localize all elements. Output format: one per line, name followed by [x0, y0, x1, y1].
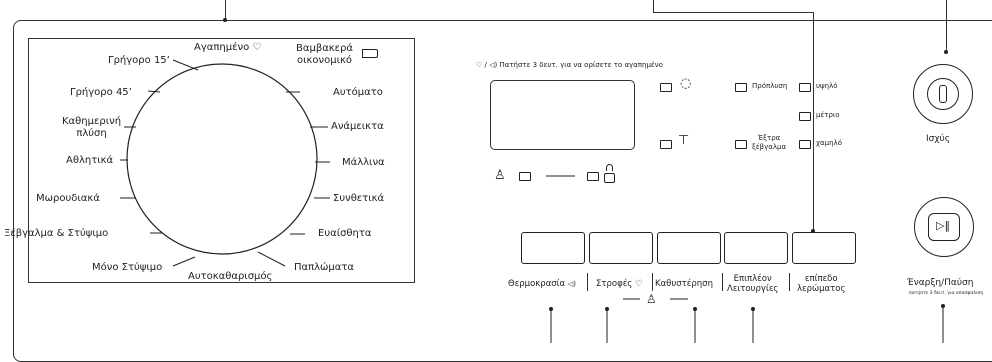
- extra-rinse-line2: ξέβγαλμα: [752, 143, 787, 151]
- callout-line-soil-h: [653, 12, 813, 13]
- program-cotton-eco-line1: Βαμβακερά: [296, 43, 354, 54]
- program-synthetics: Συνθετικά: [333, 193, 385, 204]
- program-daily: Καθημερινή πλύση: [62, 116, 121, 140]
- program-favorite-label: Αγαπημένο: [194, 42, 250, 53]
- callout-line-soil-v: [813, 12, 814, 232]
- delay-label: Καθυστέρηση: [655, 279, 713, 289]
- padlock-shackle: [606, 164, 613, 171]
- spin-button[interactable]: [589, 232, 653, 264]
- program-quick45: Γρήγορο 45’: [70, 87, 132, 98]
- door-lock-led: [587, 172, 599, 181]
- favorite-hint-icons: ♡ / ◁): [476, 61, 498, 69]
- soil-medium-label: μέτριο: [816, 111, 840, 119]
- program-rinse-spin: Ξέβγαλμα & Στύψιμο: [4, 228, 109, 239]
- child-lock-led: [519, 172, 531, 181]
- extra-functions-button[interactable]: [724, 232, 788, 264]
- program-mixed: Ανάμεικτα: [331, 121, 384, 132]
- separator: [722, 273, 723, 291]
- sound-icon: ◁): [567, 280, 576, 288]
- padlock-icon: [604, 173, 615, 183]
- temperature-label-text: Θερμοκρασία: [508, 279, 566, 289]
- program-cotton-eco: Βαμβακερά οικονομικό: [296, 43, 353, 67]
- program-auto: Αυτόματο: [333, 87, 383, 98]
- program-sports: Αθλητικά: [66, 155, 114, 166]
- separator: [652, 273, 653, 291]
- program-favorite: Αγαπημένο ♡: [194, 42, 261, 54]
- temperature-label: Θερμοκρασία ◁): [508, 279, 576, 289]
- extra-functions-line1: Επιπλέον: [733, 274, 772, 284]
- lcd-display: [490, 80, 635, 150]
- favorite-hint-text: Πατήστε 3 δευτ. για να ορίσετε το αγαπημ…: [499, 61, 663, 69]
- program-daily-line2: πλύση: [76, 128, 107, 139]
- program-wool: Μάλλινα: [342, 157, 385, 168]
- extra-functions-line2: Λειτουργίες: [727, 284, 779, 294]
- shirt-icon: ⊤: [678, 133, 690, 148]
- steam-led: [660, 83, 672, 92]
- soil-low-led: [799, 140, 811, 149]
- temperature-button[interactable]: [521, 232, 585, 264]
- power-icon: [927, 78, 959, 110]
- delay-button[interactable]: [657, 232, 721, 264]
- extra-rinse-label: Έξτρα ξέβγαλμα: [752, 134, 786, 152]
- soil-high-led: [799, 83, 811, 92]
- eco-tag-icon: [362, 49, 378, 58]
- program-delicate: Ευαίσθητα: [318, 228, 372, 239]
- separator: [789, 273, 790, 291]
- callout-line-power: [946, 0, 947, 52]
- program-self-clean: Αυτοκαθαρισμός: [188, 271, 273, 282]
- soil-low-label: χαμηλό: [816, 139, 842, 147]
- prewash-led: [735, 83, 747, 92]
- favorite-hint: ♡ / ◁) Πατήστε 3 δευτ. για να ορίσετε το…: [476, 61, 663, 69]
- extra-functions-label: Επιπλέον Λειτουργίες: [727, 274, 778, 294]
- start-pause-hint: πατήστε 3 δευτ. για απασφάλιση: [909, 291, 984, 296]
- program-duvets: Παπλώματα: [294, 262, 354, 273]
- power-label: Ισχύς: [926, 134, 951, 144]
- callout-line-soil: [653, 0, 654, 12]
- child-lock-icon: ♙: [494, 168, 506, 183]
- heart-icon: ♡: [252, 42, 262, 53]
- program-knob-svg: [120, 18, 948, 343]
- soil-level-label: επίπεδο λερώματος: [797, 274, 845, 294]
- soil-level-line1: επίπεδο: [804, 274, 838, 284]
- heart-icon: ♡: [634, 279, 643, 289]
- prewash-label: Πρόπλυση: [752, 82, 788, 90]
- program-spin-only: Μόνο Στύψιμο: [92, 262, 163, 273]
- start-pause-label: Έναρξη/Παύση: [907, 278, 974, 288]
- play-pause-icon: ▷‖: [928, 213, 960, 241]
- spin-label-text: Στροφές: [596, 279, 633, 289]
- program-quick15: Γρήγορο 15’: [108, 55, 170, 66]
- soil-level-button[interactable]: [792, 232, 856, 264]
- callout-line-knob: [225, 0, 226, 20]
- spin-label: Στροφές ♡: [596, 279, 643, 289]
- start-pause-button[interactable]: ▷‖: [914, 197, 974, 257]
- soil-medium-led: [799, 112, 811, 121]
- soil-high-label: υψηλό: [816, 82, 838, 90]
- power-button[interactable]: [913, 64, 973, 124]
- separator: [587, 273, 588, 291]
- program-daily-line1: Καθημερινή: [62, 116, 122, 127]
- program-knob: [126, 63, 318, 255]
- program-baby: Μωρουδιακά: [36, 193, 100, 204]
- easy-iron-led: [660, 140, 672, 149]
- program-cotton-eco-line2: οικονομικό: [297, 55, 352, 66]
- child-lock-icon: ♙: [646, 292, 657, 306]
- soil-level-line2: λερώματος: [797, 284, 846, 294]
- extra-rinse-led: [735, 140, 747, 149]
- extra-rinse-line1: Έξτρα: [757, 134, 781, 142]
- program-area-frame: [28, 38, 415, 283]
- steam-icon: ◌: [680, 76, 692, 91]
